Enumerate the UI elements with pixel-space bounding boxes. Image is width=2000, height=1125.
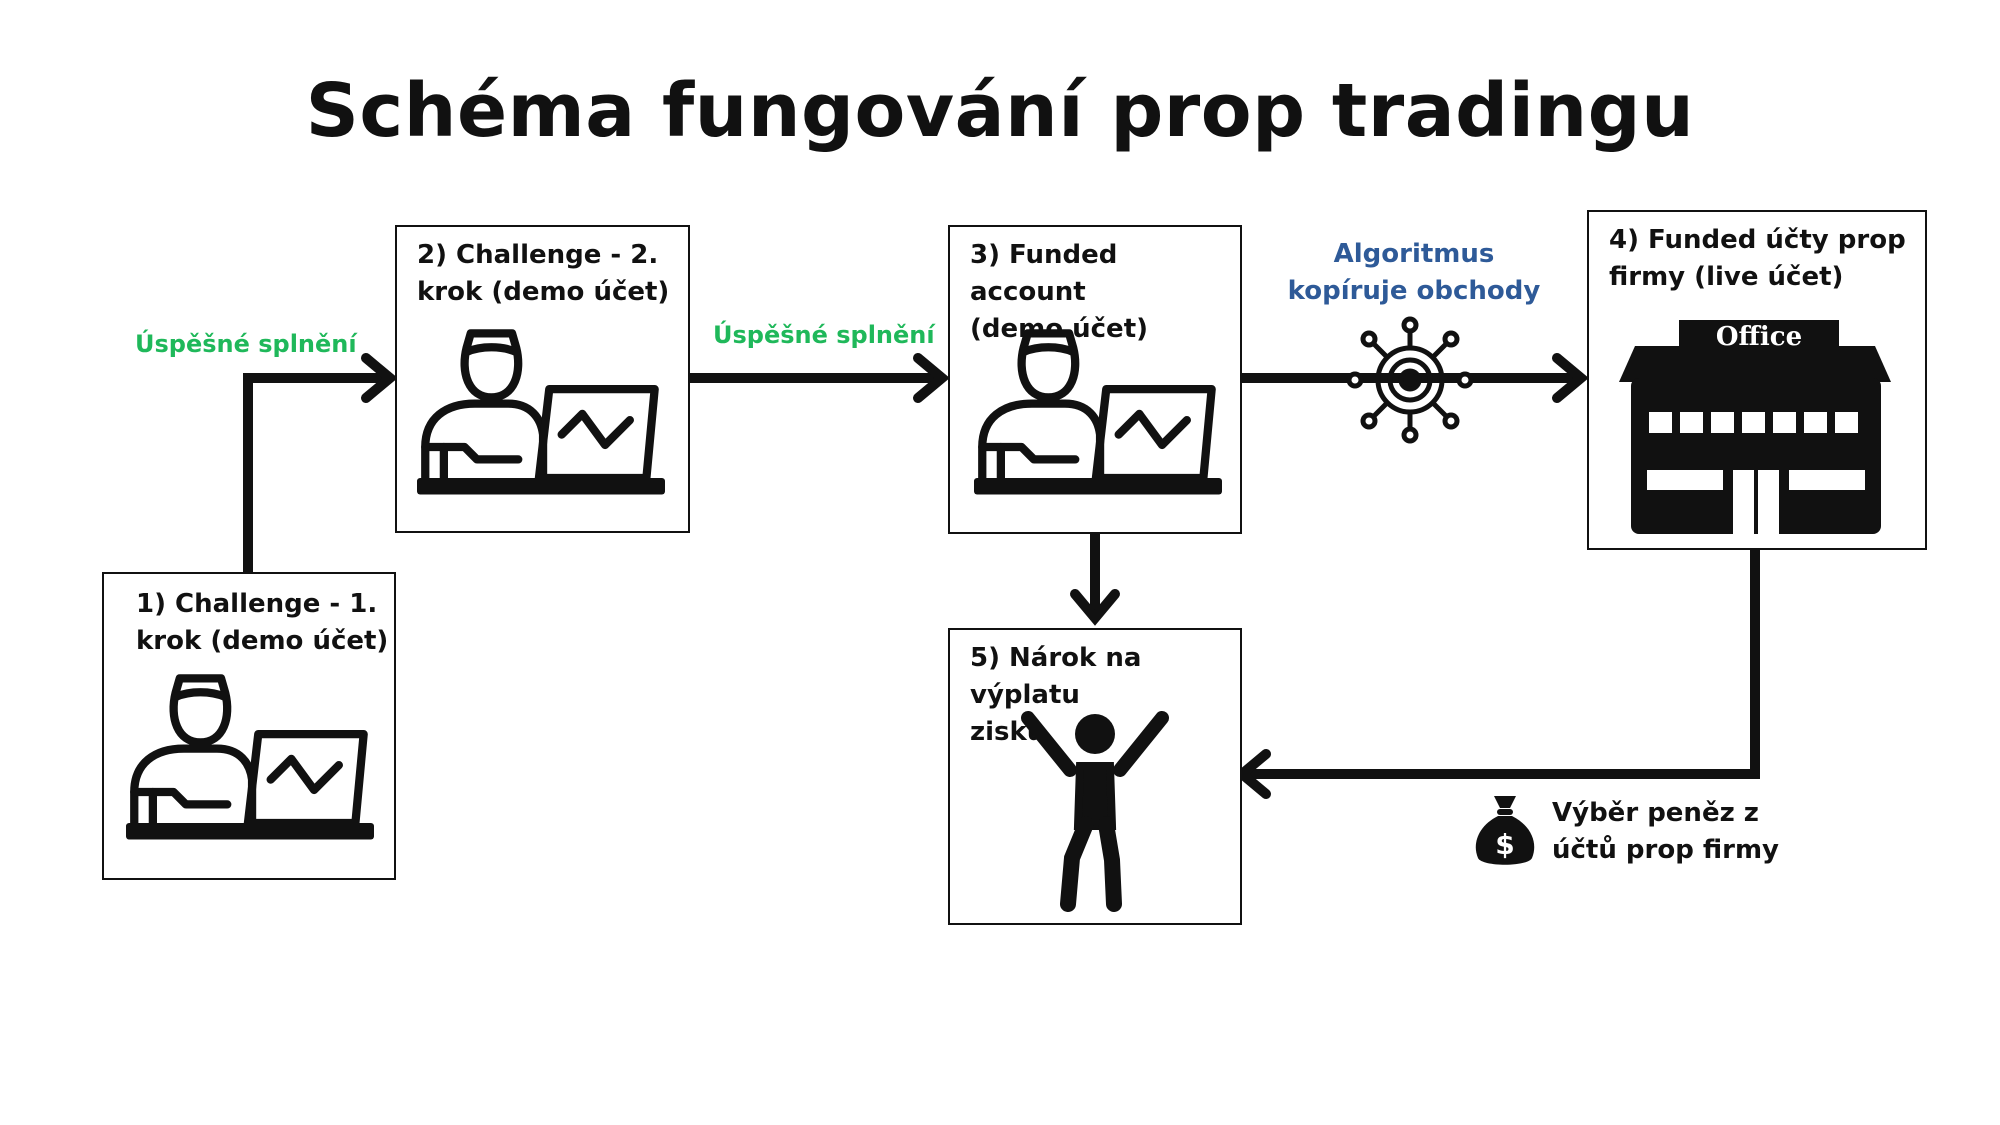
edge-label-withdrawal-line1: Výběr peněz z [1552, 798, 1759, 828]
node-step1: 1) Challenge - 1. krok (demo účet) [102, 572, 396, 880]
celebrating-person-icon [1021, 711, 1169, 912]
diagram-title: Schéma fungování prop tradingu [305, 68, 1695, 154]
node-step4-label: 4) Funded účty prop firmy (live účet) [1609, 222, 1906, 296]
node-step1-line2: krok (demo účet) [136, 626, 389, 656]
trader-laptop-icon [126, 674, 374, 840]
arrowhead-step2-to-step3 [913, 353, 950, 403]
node-step3-line2: (demo účet) [970, 314, 1149, 344]
node-step1-line1: 1) Challenge - 1. [136, 589, 378, 619]
node-step3: 3) Funded account (demo účet) [948, 225, 1242, 534]
node-step5-line1: 5) Nárok na výplatu [970, 643, 1142, 710]
office-building-icon: Office [1617, 320, 1895, 538]
node-step1-label: 1) Challenge - 1. krok (demo účet) [136, 586, 388, 660]
office-sign-text: Office [1715, 322, 1803, 352]
edge-label-success-2: Úspěšné splnění [713, 321, 935, 349]
arrow-step4-to-step5 [1248, 550, 1760, 779]
arrow-step1-to-step2 [243, 373, 384, 572]
node-step2-line2: krok (demo účet) [417, 277, 670, 307]
arrowhead-step3-to-step5 [1070, 589, 1120, 626]
node-step2: 2) Challenge - 2. krok (demo účet) [395, 225, 690, 533]
arrowhead-step4-to-step5 [1234, 749, 1271, 799]
node-step4-line2: firmy (live účet) [1609, 262, 1844, 292]
edge-label-algorithm-line1: Algoritmus [1333, 239, 1495, 269]
trader-laptop-icon [417, 329, 665, 495]
office-building-shape [1619, 320, 1891, 534]
node-step5: 5) Nárok na výplatu zisku [948, 628, 1242, 925]
gear-network-icon [1346, 316, 1474, 444]
edge-label-algorithm: Algoritmus kopíruje obchody [1282, 236, 1546, 310]
node-step3-label: 3) Funded account (demo účet) [970, 237, 1240, 348]
money-bag-icon: $ [1475, 796, 1535, 865]
node-step2-line1: 2) Challenge - 2. [417, 240, 659, 270]
svg-text:$: $ [1495, 828, 1514, 861]
arrowhead-step3-to-step4 [1552, 353, 1589, 403]
node-step3-line1: 3) Funded account [970, 240, 1118, 307]
edge-label-withdrawal: Výběr peněz z účtů prop firmy [1552, 795, 1779, 869]
edge-label-success-1: Úspěšné splnění [135, 330, 357, 358]
node-step2-label: 2) Challenge - 2. krok (demo účet) [417, 237, 669, 311]
arrowhead-step1-to-step2 [361, 353, 398, 403]
node-step5-label: 5) Nárok na výplatu zisku [970, 640, 1240, 751]
node-step4: 4) Funded účty prop firmy (live účet) Of… [1587, 210, 1927, 550]
edge-label-algorithm-line2: kopíruje obchody [1287, 276, 1541, 306]
trader-laptop-icon [974, 329, 1222, 495]
edge-label-withdrawal-line2: účtů prop firmy [1552, 835, 1780, 865]
node-step4-line1: 4) Funded účty prop [1609, 225, 1906, 255]
